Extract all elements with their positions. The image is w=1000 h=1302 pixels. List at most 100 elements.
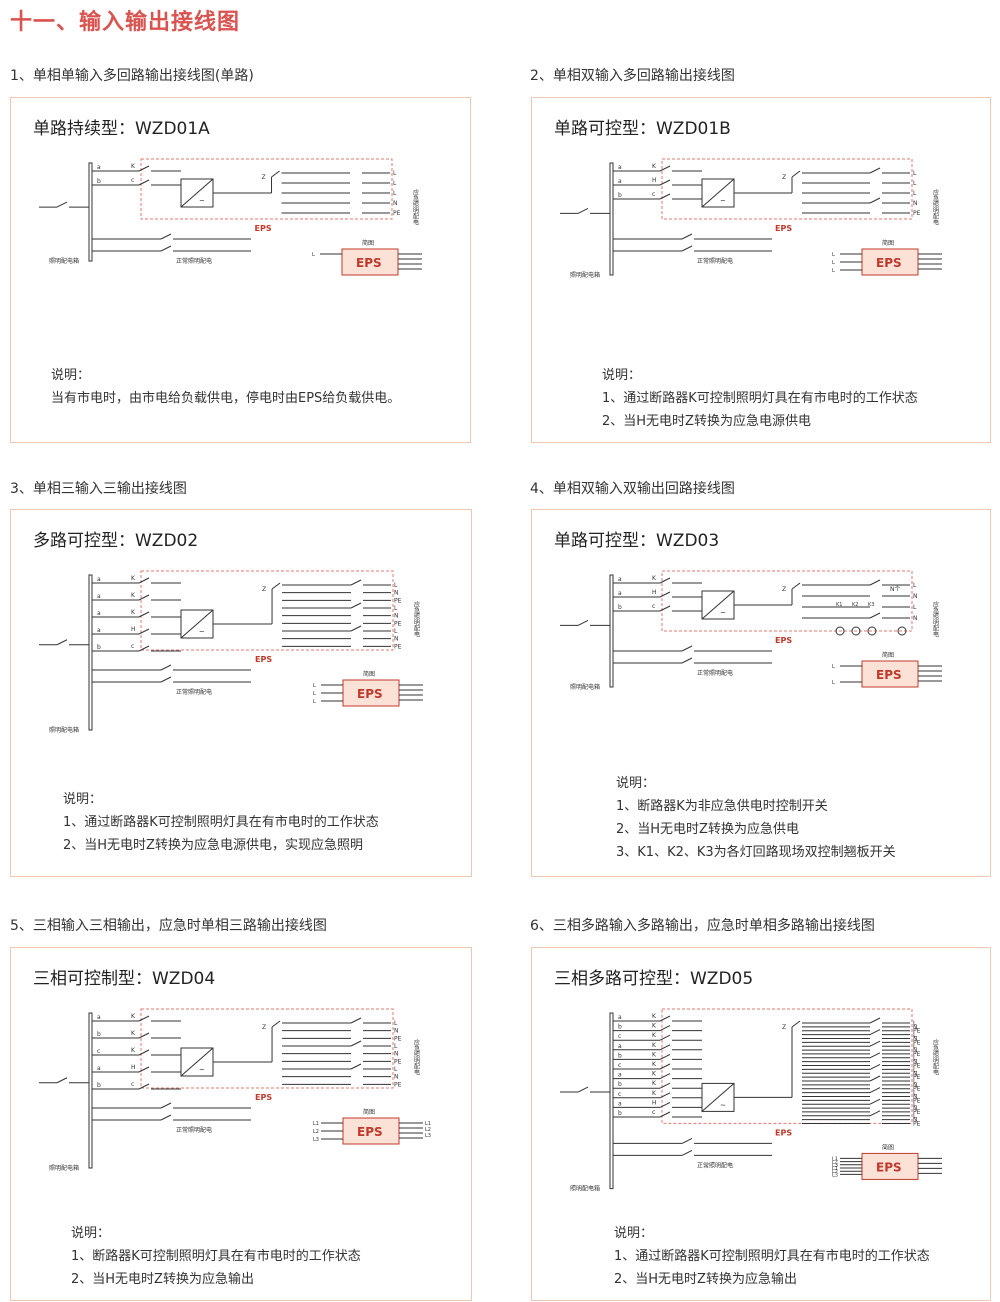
- switch-blade: [350, 1017, 362, 1024]
- switch-blade: [681, 1137, 693, 1144]
- output-label: PE: [394, 620, 402, 627]
- eps-block-label: EPS: [876, 668, 902, 682]
- ac-symbol: ~: [720, 197, 726, 205]
- breaker-label: c: [131, 1081, 134, 1088]
- switch-blade: [659, 1082, 671, 1089]
- eps-label: EPS: [255, 224, 272, 233]
- lamp-switch-label: K3: [868, 602, 874, 608]
- bus-tap-label: a: [97, 576, 101, 583]
- converter-diagonal: [701, 1083, 735, 1112]
- converter-diagonal: [180, 609, 214, 639]
- output-label: L: [394, 605, 398, 612]
- transfer-switch-label: Z: [782, 586, 786, 593]
- breaker-label: K: [652, 1090, 657, 1097]
- output-label: L: [394, 1043, 398, 1050]
- ac-symbol: ~: [199, 1066, 205, 1074]
- breaker-label: K: [652, 1080, 657, 1087]
- description-heading: 说明：: [63, 792, 103, 807]
- description-line: 2、当H无电时Z转换为应急供电: [616, 822, 799, 837]
- lamp-count-label: N个: [890, 586, 901, 593]
- eps-output-label: L2: [425, 1127, 431, 1133]
- switch-blade: [869, 1017, 881, 1024]
- brief-label: 简图: [362, 239, 374, 247]
- switch-blade: [869, 1029, 881, 1036]
- output-label: PE: [913, 1097, 921, 1104]
- switch-blade: [138, 1049, 150, 1056]
- output-label: PE: [913, 1039, 921, 1046]
- switch-blade: [869, 197, 881, 204]
- description-heading: 说明：: [602, 368, 642, 383]
- transfer-switch: [791, 582, 801, 590]
- section-title: 4、单相双输入双输出回路接线图: [530, 481, 735, 497]
- breaker-label: H: [652, 1099, 657, 1106]
- description-line: 1、通过断路器K可控制照明灯具在有市电时的工作状态: [63, 815, 379, 830]
- main-switch: [577, 619, 589, 626]
- description-heading: 说明：: [616, 776, 656, 791]
- section-title: 1、单相单输入多回路输出接线图(单路): [10, 68, 254, 84]
- output-label: N: [913, 1082, 918, 1089]
- bus-tap-label: b: [618, 1110, 622, 1117]
- emergency-label: 应急照明配电: [413, 600, 420, 637]
- transfer-switch: [791, 1020, 801, 1028]
- output-label: N: [394, 1051, 399, 1058]
- model-title: 三相可控制型：WZD04: [33, 969, 216, 989]
- switch-blade: [681, 1149, 693, 1156]
- eps-label: EPS: [255, 655, 272, 664]
- switch-blade: [869, 1110, 881, 1117]
- box-label: 照明配电箱: [570, 271, 600, 279]
- switch-blade: [869, 1063, 881, 1070]
- switch-blade: [350, 625, 362, 632]
- output-label: N: [913, 1070, 918, 1077]
- output-label: N: [913, 1035, 918, 1042]
- normal-lighting-label: 正常照明配电: [697, 257, 733, 265]
- switch-blade: [869, 612, 881, 619]
- output-label: N: [394, 1074, 399, 1081]
- section-title: 6、三相多路输入多路输出，应急时单相多路输出接线图: [530, 918, 875, 934]
- bus-tap-label: b: [618, 1024, 622, 1031]
- output-label: N: [913, 200, 918, 207]
- switch-blade: [160, 245, 172, 252]
- switch-blade: [659, 1015, 671, 1022]
- converter-diagonal: [701, 590, 735, 620]
- switch-blade: [659, 1092, 671, 1099]
- lamp-icon: [835, 626, 845, 636]
- brief-label: 简图: [363, 1108, 375, 1116]
- eps-block: [861, 248, 919, 276]
- eps-input-label: L2: [313, 1129, 319, 1135]
- switch-blade: [681, 645, 693, 652]
- output-label: N: [394, 590, 399, 597]
- output-label: L: [394, 1020, 398, 1027]
- bus-bar: [88, 1012, 93, 1169]
- output-label: N: [394, 636, 399, 643]
- breaker-label: K: [131, 1030, 136, 1037]
- main-switch: [56, 639, 68, 646]
- normal-lighting-label: 正常照明配电: [176, 1126, 212, 1134]
- transfer-switch-label: Z: [262, 1024, 266, 1031]
- lamp-icon: [851, 626, 861, 636]
- lamp-icon: [867, 626, 877, 636]
- switch-blade: [659, 165, 671, 172]
- switch-blade: [138, 594, 150, 601]
- eps-input-label: L3: [832, 1163, 838, 1169]
- bus-tap-label: b: [618, 1081, 622, 1088]
- eps-block-label: EPS: [356, 256, 382, 270]
- switch-blade: [659, 1073, 671, 1080]
- eps-input-label: L: [832, 664, 835, 670]
- bus-tap-label: b: [97, 1031, 101, 1038]
- eps-block-label: EPS: [876, 256, 902, 270]
- breaker-label: K: [652, 1071, 657, 1078]
- switch-blade: [659, 1111, 671, 1118]
- bus-tap-label: a: [618, 576, 622, 583]
- description-line: 当有市电时，由市电给负载供电，停电时由EPS给负载供电。: [51, 391, 401, 406]
- eps-output-label: L3: [425, 1133, 431, 1139]
- switch-blade: [138, 628, 150, 635]
- output-label: PE: [913, 1109, 921, 1116]
- transfer-switch-label: Z: [262, 586, 266, 593]
- breaker-label: H: [131, 626, 136, 633]
- description-line: 3、K1、K2、K3为各灯回路现场双控制翘板开关: [616, 845, 896, 860]
